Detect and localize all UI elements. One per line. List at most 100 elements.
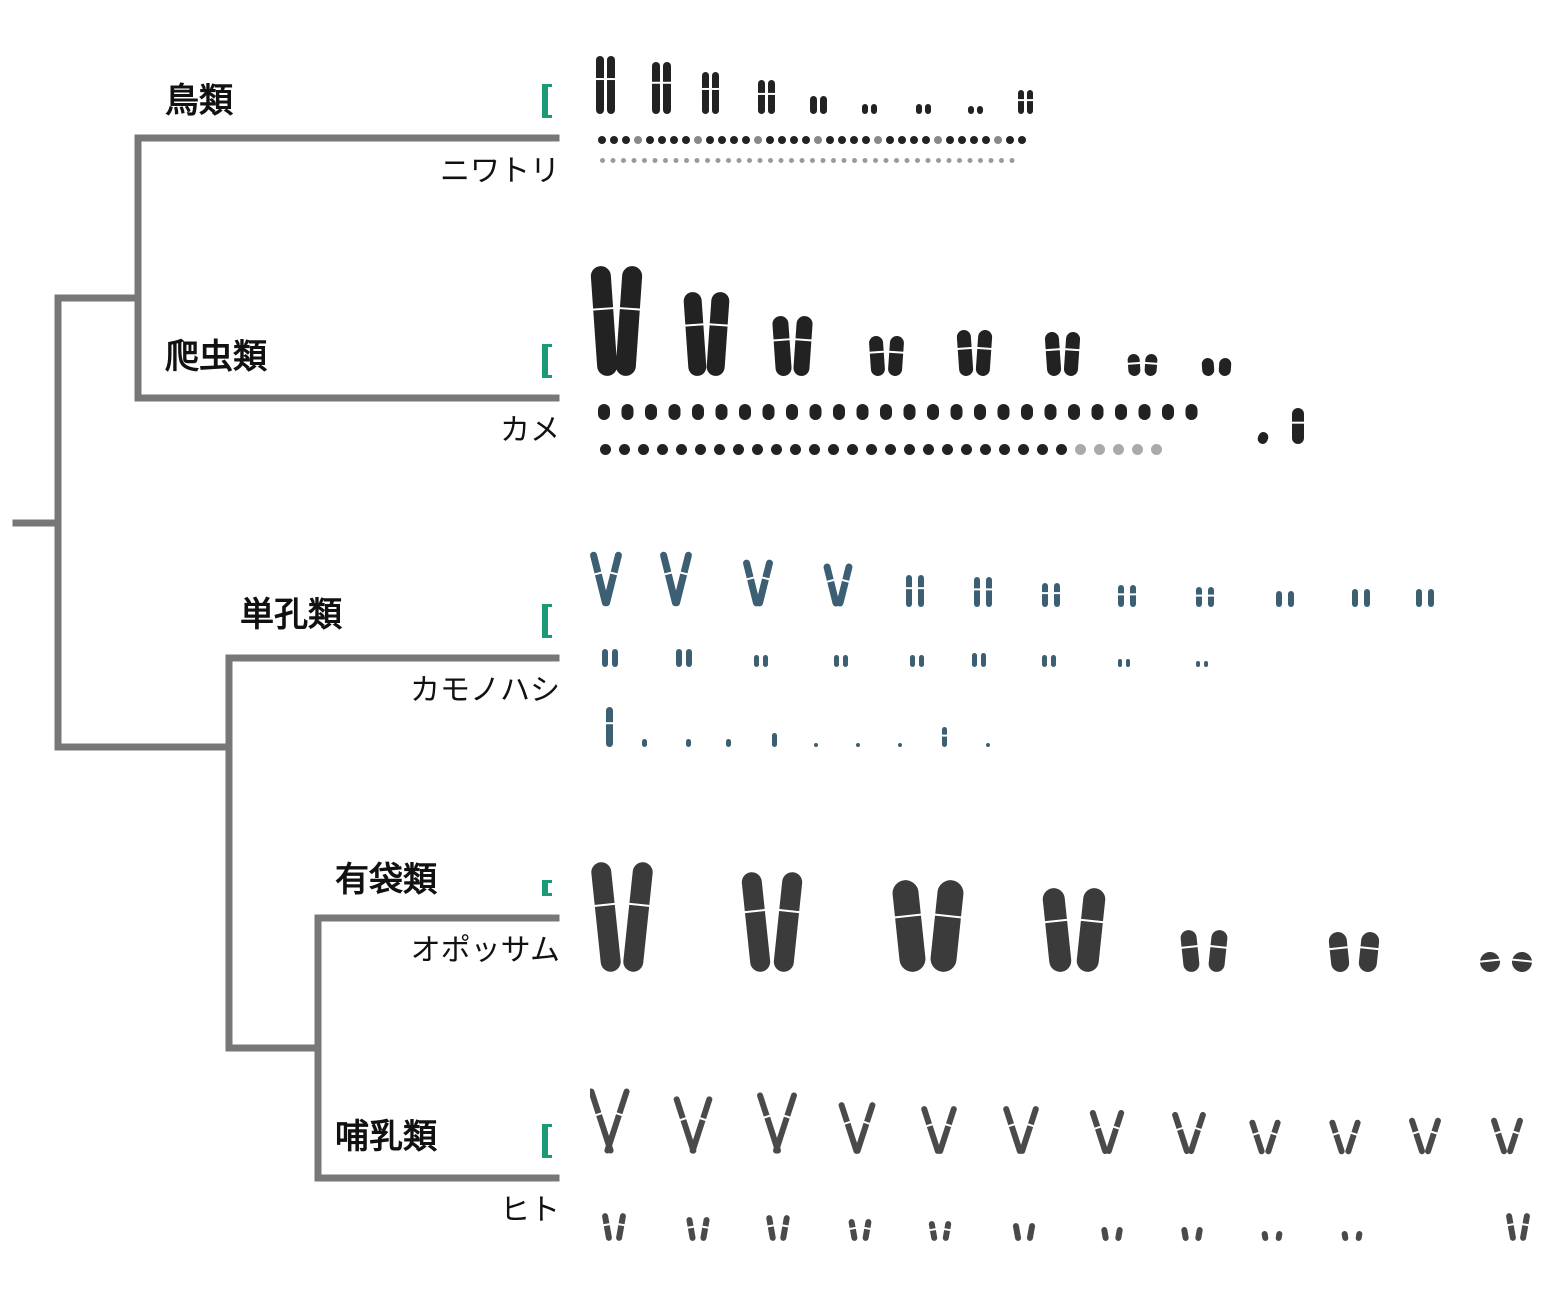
chromosome — [621, 158, 626, 163]
chromosome — [768, 158, 773, 163]
chromosome — [1341, 1231, 1349, 1241]
chromosome — [937, 1106, 957, 1154]
chromosome — [883, 158, 889, 163]
chromosome — [1041, 583, 1049, 607]
chromosome — [793, 316, 813, 376]
chromosome — [1056, 444, 1067, 455]
chromosome — [1126, 659, 1130, 667]
chromosome — [598, 404, 610, 420]
chromosome — [602, 649, 608, 667]
chromosome — [956, 330, 974, 376]
chromosome — [705, 158, 710, 163]
chromosome — [904, 158, 910, 163]
chromosome — [1180, 930, 1200, 972]
chromosome — [767, 80, 776, 114]
chromosome — [631, 158, 637, 163]
chromosome — [1275, 1231, 1283, 1241]
chromosome — [638, 444, 649, 455]
chromosome — [590, 266, 618, 376]
chromosome — [862, 136, 870, 144]
chromosome — [898, 743, 902, 747]
chromosome — [925, 158, 931, 163]
chromosome — [970, 136, 978, 144]
chromosome — [623, 862, 653, 972]
chromosome — [689, 1096, 713, 1154]
chromosome — [668, 404, 681, 420]
chromosome — [1204, 661, 1208, 667]
species-label-platypus: カモノハシ — [410, 673, 560, 708]
chromosome — [686, 649, 692, 667]
chromosome — [598, 136, 606, 144]
chromosome — [1162, 404, 1174, 420]
chromosome — [1257, 432, 1269, 444]
chromosome — [600, 158, 605, 163]
chromosome — [1003, 1106, 1023, 1154]
chromosome — [612, 649, 618, 667]
chromosome — [1185, 404, 1198, 420]
chromosome — [799, 158, 805, 163]
chromosome — [868, 336, 885, 376]
chromosome — [662, 62, 672, 114]
chromosome — [616, 1213, 626, 1241]
chromosome — [934, 136, 942, 144]
chromosome — [1044, 332, 1062, 376]
chromosome — [663, 158, 668, 163]
chromosome — [718, 136, 726, 144]
chromosome — [645, 404, 657, 420]
chromosome — [1026, 90, 1034, 114]
chromosome — [604, 1088, 630, 1154]
chromosome — [831, 158, 836, 163]
chromosome — [742, 136, 750, 144]
chromosome — [910, 136, 918, 144]
chromosome — [741, 872, 771, 972]
chromosome — [1129, 585, 1137, 607]
chromosome — [1018, 136, 1026, 144]
chromosome — [1075, 444, 1086, 455]
chromosome — [904, 444, 915, 455]
karyotype-platypus — [590, 551, 1434, 747]
chromosome — [988, 158, 994, 163]
chromosome — [1172, 1111, 1190, 1155]
chromosome — [823, 563, 840, 607]
chromosome — [658, 136, 666, 144]
chromosome — [1276, 591, 1282, 607]
chromosome — [706, 136, 714, 144]
chromosome — [715, 158, 721, 163]
chromosome — [1195, 1227, 1203, 1241]
chromosome — [763, 655, 768, 667]
chromosome — [590, 551, 609, 607]
chromosome — [946, 158, 952, 163]
karyotype-chicken — [595, 56, 1034, 163]
chromosome — [762, 404, 775, 420]
chromosome — [1118, 659, 1122, 667]
chromosome — [814, 136, 822, 144]
chromosome — [790, 136, 798, 144]
chromosome — [1188, 1111, 1206, 1155]
chromosome — [652, 158, 658, 163]
chromosome — [852, 158, 857, 163]
chromosome — [676, 444, 687, 455]
chromosome — [1006, 136, 1014, 144]
chromosome — [809, 404, 822, 420]
chromosome — [862, 1219, 872, 1241]
chromosome — [1352, 589, 1358, 607]
chromosome — [866, 444, 877, 455]
chromosome — [880, 404, 892, 420]
scale-bar-icon — [542, 880, 552, 896]
scale-bar-icon — [542, 84, 552, 118]
chromosome — [1151, 444, 1162, 455]
chromosome — [820, 96, 827, 114]
chromosome — [1019, 1106, 1039, 1154]
chromosome — [930, 880, 964, 972]
chromosome — [854, 1102, 876, 1154]
chromosome — [673, 551, 692, 607]
chromosome — [886, 136, 894, 144]
chromosome — [1012, 1223, 1022, 1241]
species-label-human: ヒト — [500, 1193, 560, 1228]
chromosome — [780, 1215, 790, 1241]
clade-label-mammal: 哺乳類 — [335, 1117, 437, 1157]
chromosome — [820, 158, 826, 163]
chromosome — [772, 316, 792, 376]
chromosome — [978, 158, 983, 163]
